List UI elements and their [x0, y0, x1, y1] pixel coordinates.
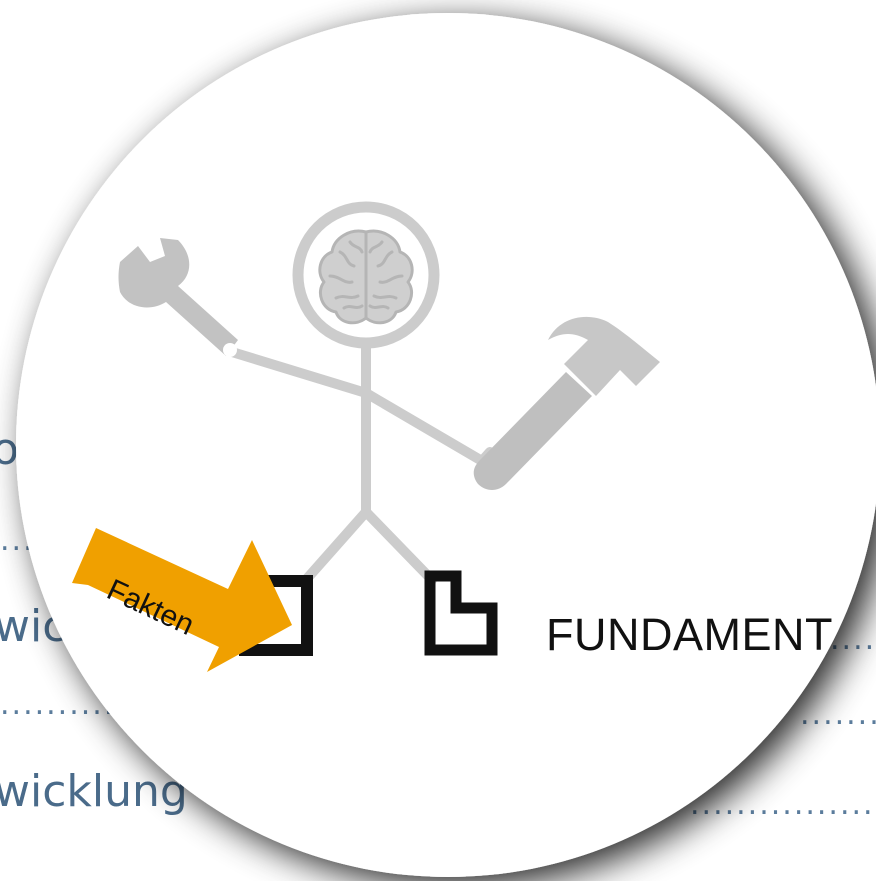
figure-right-leg — [361, 507, 437, 585]
fakten-arrow — [72, 528, 292, 672]
right-foot-bracket — [424, 570, 498, 656]
brain-icon — [318, 229, 414, 325]
toc-heading-fragment: o — [0, 424, 19, 475]
figure-right-arm — [361, 388, 495, 468]
wrench-icon — [118, 238, 238, 357]
hammer-icon — [473, 316, 660, 490]
figure-left-arm — [227, 347, 371, 398]
figure-left-leg — [299, 507, 371, 587]
fundament-label: FUNDAMENT — [546, 609, 833, 660]
